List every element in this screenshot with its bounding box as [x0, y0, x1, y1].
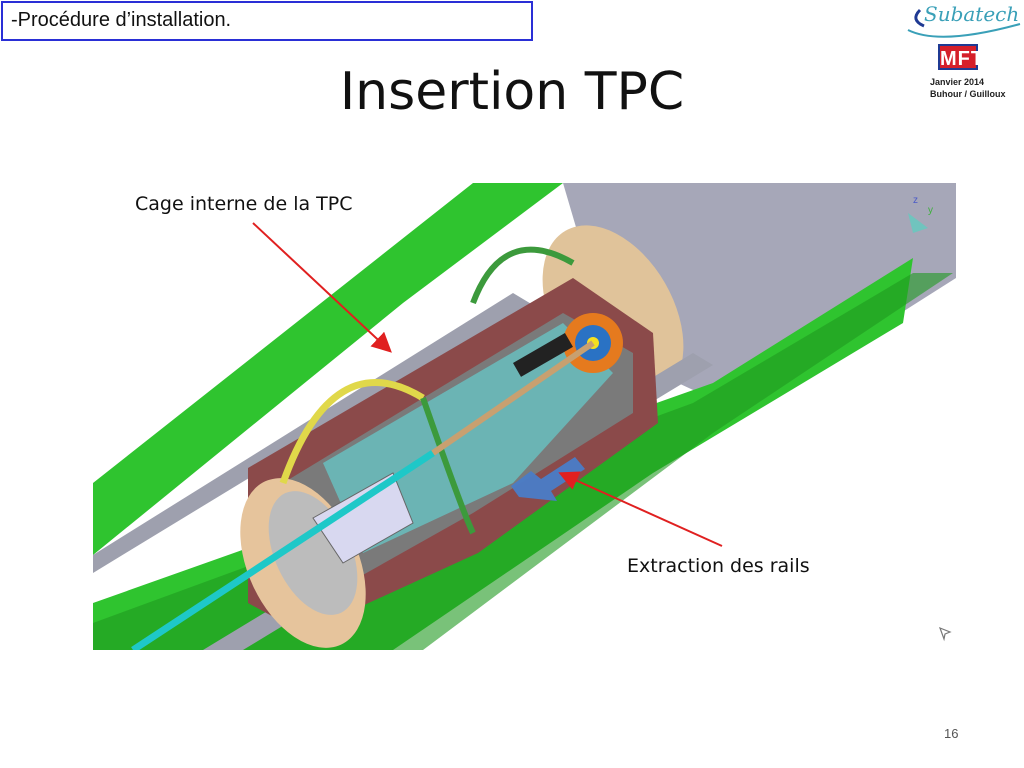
cursor-icon: [938, 626, 952, 642]
green-arc-1: [470, 246, 575, 305]
tpc-cad-drawing: z y: [93, 183, 956, 650]
section-heading: -Procédure d’installation.: [11, 9, 232, 31]
beam-pipe: [131, 450, 435, 650]
cone-detector: [312, 472, 414, 564]
page-title: Insertion TPC: [339, 62, 685, 122]
cage-label: Cage interne de la TPC: [135, 193, 353, 215]
extraction-label: Extraction des rails: [627, 555, 810, 577]
subatech-swoosh-icon: [907, 8, 1021, 38]
yellow-arc: [279, 379, 425, 485]
green-arc-2: [420, 397, 476, 535]
section-heading-box: -Procédure d’installation.: [1, 1, 533, 41]
mft-logo: MFT: [938, 44, 983, 70]
compass-icon: [908, 213, 928, 233]
extraction-arrow-icon: [511, 457, 585, 501]
svg-text:z: z: [913, 195, 918, 206]
date-text: Janvier 2014: [930, 77, 985, 87]
authors-text: Buhour / Guilloux: [930, 89, 1006, 99]
subatech-logo-text: Subatech: [924, 2, 1020, 26]
tpc-cad-figure: z y: [93, 183, 956, 650]
svg-text:y: y: [928, 205, 933, 216]
page-number: 16: [944, 726, 959, 741]
meta-info: Janvier 2014 Buhour / Guilloux: [930, 76, 1006, 100]
logo-area: Subatech MFT Janvier 2014 Buhour / Guill…: [900, 0, 1024, 120]
